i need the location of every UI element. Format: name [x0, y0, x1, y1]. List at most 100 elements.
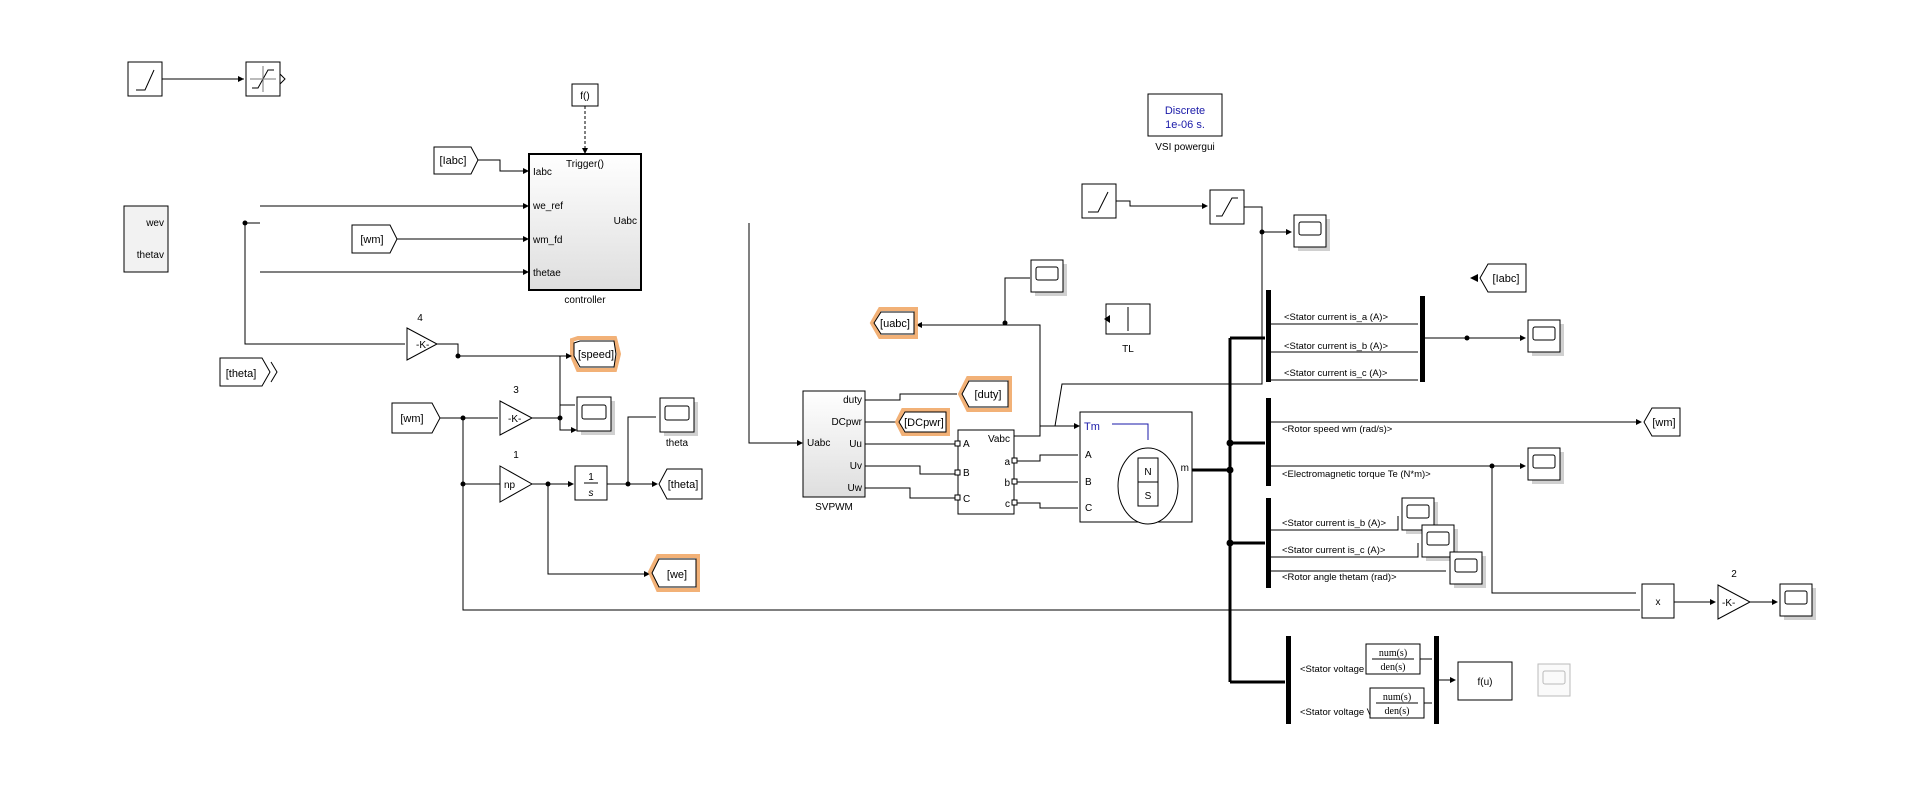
svg-text:A: A — [1085, 450, 1092, 461]
svg-text:[Iabc]: [Iabc] — [1493, 273, 1520, 285]
svg-text:x: x — [1656, 597, 1661, 608]
svg-text:-K-: -K- — [416, 340, 429, 351]
gain-k3[interactable]: -K- 3 — [499, 385, 534, 436]
svg-text:<Stator current is_c (A)>: <Stator current is_c (A)> — [1284, 368, 1388, 379]
powergui-label: VSI powergui — [1155, 142, 1214, 153]
svg-text:[we]: [we] — [667, 569, 687, 581]
svg-text:b: b — [1004, 478, 1010, 489]
goto-duty-tag[interactable]: [duty] — [961, 380, 1009, 408]
bus-selector-speed-torque[interactable]: <Rotor speed wm (rad/s)> <Electromagneti… — [1266, 398, 1431, 486]
transfer-fcn-2[interactable]: num(s) den(s) — [1369, 687, 1425, 719]
scope-thetam[interactable] — [1449, 551, 1486, 588]
saturation-block-right[interactable] — [1209, 189, 1245, 225]
goto-iabc-tag[interactable]: [Iabc] — [1470, 263, 1527, 293]
controller-port-uabc: Uabc — [614, 216, 637, 227]
goto-speed-tag[interactable]: [speed] — [573, 340, 617, 368]
controller-port-thetae: thetae — [533, 268, 561, 279]
ramp-block-right[interactable] — [1081, 183, 1117, 219]
pmsm-motor-block[interactable]: Tm N S A B C m — [1079, 411, 1193, 525]
svg-text:TL: TL — [1122, 344, 1134, 355]
svg-text:[duty]: [duty] — [975, 389, 1002, 401]
svg-text:B: B — [963, 468, 970, 479]
goto-dcpwr-tag[interactable]: [DCpwr] — [898, 411, 947, 433]
mux-wev-label: wev — [145, 218, 164, 229]
powergui-block[interactable]: Discrete 1e-06 s. VSI powergui — [1147, 93, 1223, 153]
svg-text:S: S — [1145, 491, 1152, 502]
goto-wm-tag[interactable]: [wm] — [1643, 407, 1681, 437]
svg-text:-K-: -K- — [508, 414, 521, 425]
bus-selector-currents-2[interactable]: <Stator current is_b (A)> <Stator curren… — [1266, 498, 1397, 588]
scope-uabc[interactable] — [1030, 259, 1067, 296]
svpwm-subsystem[interactable]: Uabc duty DCpwr Uu Uv Uw SVPWM — [802, 390, 866, 513]
svg-text:Uu: Uu — [849, 439, 862, 450]
svg-text:<Rotor angle thetam (rad)>: <Rotor angle thetam (rad)> — [1282, 572, 1397, 583]
svg-text:[theta]: [theta] — [226, 368, 257, 380]
goto-theta-tag[interactable]: [theta] — [658, 468, 703, 500]
from-theta-tag[interactable]: [theta] — [219, 357, 278, 387]
svg-text:Tm: Tm — [1084, 421, 1100, 433]
svg-text:[uabc]: [uabc] — [880, 318, 910, 330]
svg-text:[wm]: [wm] — [360, 234, 383, 246]
from-wm-tag-1[interactable]: [wm] — [351, 224, 398, 254]
svg-text:c: c — [1005, 499, 1010, 510]
svg-text:C: C — [1085, 503, 1092, 514]
scope-speed[interactable] — [576, 396, 615, 435]
goto-uabc-tag[interactable]: [uabc] — [873, 311, 915, 335]
gain-k4[interactable]: -K- 4 — [406, 313, 439, 361]
transfer-fcn-1[interactable]: num(s) den(s) — [1365, 643, 1421, 675]
svg-text:s: s — [589, 488, 594, 499]
svg-text:N: N — [1144, 467, 1151, 478]
ramp-block-left[interactable] — [127, 61, 163, 97]
svg-text:den(s): den(s) — [1385, 706, 1410, 717]
scope-currents[interactable] — [1527, 319, 1564, 356]
svg-text:<Rotor speed wm (rad/s)>: <Rotor speed wm (rad/s)> — [1282, 424, 1393, 435]
product-block[interactable]: x — [1641, 583, 1675, 619]
controller-port-we-ref: we_ref — [532, 201, 563, 212]
controller-label: controller — [564, 295, 606, 306]
svg-text:<Electromagnetic torque Te (N*: <Electromagnetic torque Te (N*m)> — [1282, 469, 1431, 480]
fcn-trigger-block[interactable]: f() — [571, 83, 599, 107]
scope-power[interactable] — [1779, 583, 1816, 620]
svpwm-label: SVPWM — [815, 502, 853, 513]
saturation-block-left[interactable] — [245, 61, 286, 97]
mux-scope-block[interactable]: wev thetav — [123, 205, 169, 273]
tl-constant-block[interactable]: TL — [1104, 303, 1151, 355]
scope-load[interactable] — [1293, 214, 1330, 251]
svg-text:num(s): num(s) — [1379, 648, 1407, 659]
svg-text:f(u): f(u) — [1478, 677, 1493, 688]
gain-k2[interactable]: -K- 2 — [1717, 569, 1752, 620]
svg-text:<Stator voltage Vs_d (V)>: <Stator voltage Vs_d (V)> — [1300, 707, 1410, 718]
svg-text:m: m — [1181, 463, 1189, 474]
gain-np[interactable]: np 1 — [499, 450, 534, 503]
mux-thetav-label: thetav — [137, 250, 164, 261]
svg-text:4: 4 — [417, 313, 423, 324]
svg-text:num(s): num(s) — [1383, 692, 1411, 703]
svg-text:-K-: -K- — [1722, 598, 1735, 609]
inverter-block[interactable]: A B C Vabc a b c — [954, 429, 1018, 515]
svg-text:<Stator current is_b (A)>: <Stator current is_b (A)> — [1282, 518, 1386, 529]
svg-text:B: B — [1085, 477, 1092, 488]
controller-subsystem[interactable]: Trigger() Iabc we_ref wm_fd thetae Uabc … — [528, 153, 642, 306]
from-iabc-tag[interactable]: [Iabc] — [433, 146, 479, 175]
svg-text:Vabc: Vabc — [988, 434, 1010, 445]
from-wm-tag-2[interactable]: [wm] — [391, 402, 441, 434]
bus-selector-currents-1[interactable]: <Stator current is_a (A)> <Stator curren… — [1266, 290, 1388, 382]
controller-port-iabc: Iabc — [533, 167, 552, 178]
goto-we-tag[interactable]: [we] — [651, 558, 697, 588]
svg-text:DCpwr: DCpwr — [831, 417, 862, 428]
svg-text:<Stator current is_b (A)>: <Stator current is_b (A)> — [1284, 341, 1388, 352]
integrator-block[interactable]: 1 s — [574, 465, 608, 501]
svg-text:den(s): den(s) — [1381, 662, 1406, 673]
svg-text:Uabc: Uabc — [807, 438, 830, 449]
svg-text:[Iabc]: [Iabc] — [440, 155, 467, 167]
scope-theta[interactable]: theta — [659, 397, 698, 449]
scope-torque[interactable] — [1527, 447, 1564, 484]
scope-disabled[interactable] — [1537, 663, 1571, 697]
bus-selector-voltages[interactable]: <Stator voltage Vs_q (V)> <Stator voltag… — [1286, 636, 1410, 724]
svg-text:[speed]: [speed] — [578, 349, 614, 361]
svg-text:A: A — [963, 439, 970, 450]
fcn-u-block[interactable]: f(u) — [1457, 661, 1513, 701]
scope-theta-label: theta — [666, 438, 689, 449]
